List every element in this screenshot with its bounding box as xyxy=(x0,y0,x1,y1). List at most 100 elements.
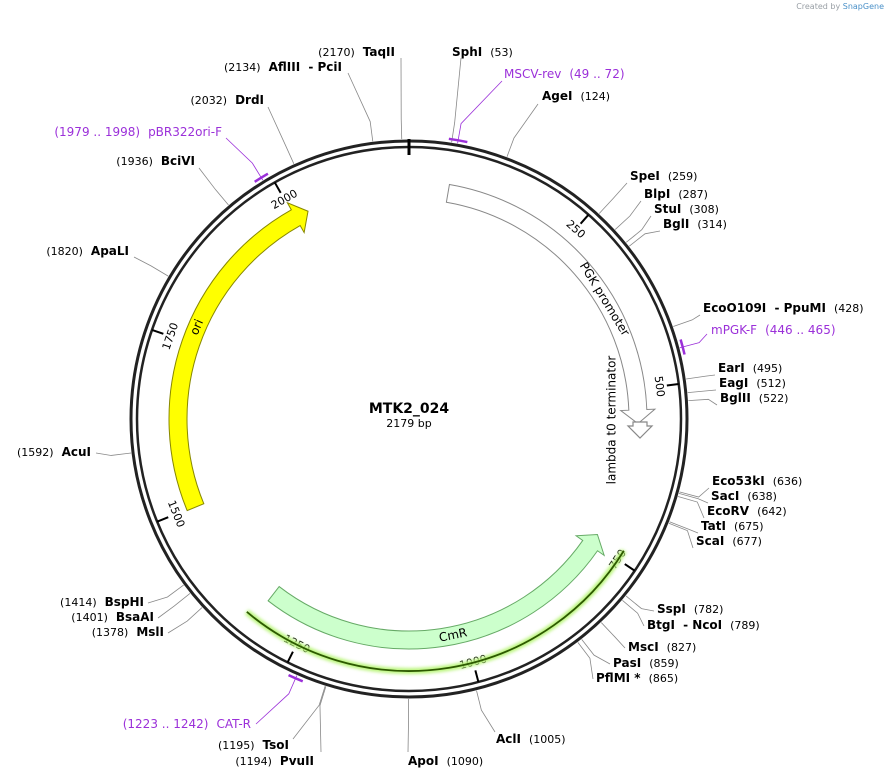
site-name: EarI xyxy=(718,361,745,375)
site-label: ScaI(677) xyxy=(696,534,762,548)
site-bglII[interactable]: BglII (522) xyxy=(720,391,788,405)
site-label: AclI(1005) xyxy=(496,732,566,746)
primer-binding-mark xyxy=(679,339,686,355)
site-position: (1194) xyxy=(235,755,272,768)
site-position: (522) xyxy=(759,392,789,405)
site-scaI[interactable]: ScaI(677) xyxy=(696,534,762,548)
site-eagI[interactable]: EagI(512) xyxy=(719,376,786,390)
site-bciVI[interactable]: (1936)BciVI xyxy=(116,154,195,168)
site-ageI[interactable]: AgeI(124) xyxy=(542,89,610,103)
leader-line xyxy=(598,182,628,214)
tick-mark xyxy=(156,516,169,523)
leader-line xyxy=(255,675,298,725)
feature-ori[interactable]: ori xyxy=(168,201,309,512)
site-ecoRV[interactable]: EcoRV (642) xyxy=(707,504,787,518)
site-mscI[interactable]: MscI(827) xyxy=(628,640,696,654)
site-label: EcoO109I - PpuMI(428) xyxy=(703,301,864,315)
leader-line xyxy=(687,389,717,393)
site-pasI[interactable]: PasI(859) xyxy=(613,656,679,670)
site-bsaAI[interactable]: (1401)BsaAI xyxy=(71,610,154,624)
site-aclI[interactable]: AclI(1005) xyxy=(496,732,566,746)
leader-line xyxy=(457,80,503,144)
site-name: - NcoI xyxy=(679,618,722,632)
leader-line xyxy=(629,230,661,247)
leader-line xyxy=(506,103,539,157)
leader-line xyxy=(668,522,694,549)
leader-line xyxy=(600,622,626,649)
site-eco0109I[interactable]: EcoO109I - PpuMI(428) xyxy=(703,301,864,315)
leader-line xyxy=(95,452,132,456)
site-name: TatI xyxy=(701,519,726,533)
site-label: (1820)ApaLI xyxy=(46,244,129,258)
site-apoI[interactable]: ApoI(1090) xyxy=(408,754,483,768)
site-bspHI[interactable]: (1414)BspHI xyxy=(60,595,144,609)
feature-cmr[interactable]: CmR xyxy=(244,533,627,674)
site-sacI[interactable]: SacI(638) xyxy=(711,489,777,503)
site-eco53kI[interactable]: Eco53kI(636) xyxy=(712,474,802,488)
site-sphI[interactable]: SphI(53) xyxy=(452,45,513,59)
tick-label: 500 xyxy=(652,375,668,397)
leader-line xyxy=(577,642,594,680)
site-speI[interactable]: SpeI(259) xyxy=(630,169,697,183)
primer-text: pBR322ori-F xyxy=(148,125,222,139)
site-acuI[interactable]: (1592)AcuI xyxy=(17,445,91,459)
feature-pgk-promoter[interactable]: PGK promoter xyxy=(445,183,657,425)
leader-line xyxy=(198,167,229,206)
site-aflIII[interactable]: (2134)AflIII - PciI xyxy=(224,60,342,74)
site-position: (259) xyxy=(668,170,698,183)
site-labels: (2170)TaqII SphI(53) (2134)AflIII - PciI Ag… xyxy=(17,45,864,768)
site-position: (827) xyxy=(667,641,697,654)
site-label: StuI(308) xyxy=(654,202,719,216)
site-stuI[interactable]: StuI(308) xyxy=(654,202,719,216)
site-name: EcoRV xyxy=(707,504,750,518)
site-label: (1378)MslI xyxy=(92,625,164,639)
site-btgI[interactable]: BtgI - NcoI(789) xyxy=(647,618,760,632)
site-position: (2134) xyxy=(224,61,261,74)
primer-pbr322ori-f[interactable]: (1979 .. 1998)pBR322ori-F xyxy=(54,125,222,139)
leader-line xyxy=(669,521,699,534)
site-name: PflMI * xyxy=(596,671,641,685)
leader-line xyxy=(133,256,169,277)
site-name: SspI xyxy=(657,602,686,616)
site-earI[interactable]: EarI(495) xyxy=(718,361,782,375)
site-label: MscI(827) xyxy=(628,640,696,654)
primer-text: mPGK-F xyxy=(711,323,757,337)
site-position: (314) xyxy=(697,218,727,231)
leader-line xyxy=(147,584,184,604)
site-label: BlpI(287) xyxy=(644,187,708,201)
leader-line xyxy=(622,599,645,627)
site-pvuII[interactable]: (1194)PvuII xyxy=(235,754,314,768)
site-position: (642) xyxy=(757,505,787,518)
site-name: PasI xyxy=(613,656,641,670)
site-label: Eco53kI(636) xyxy=(712,474,802,488)
site-name: AclI xyxy=(496,732,521,746)
primer-mpgk-f[interactable]: mPGK-F(446 .. 465) xyxy=(711,323,836,337)
site-apaLI[interactable]: (1820)ApaLI xyxy=(46,244,129,258)
site-blpI[interactable]: BlpI(287) xyxy=(644,187,708,201)
site-pflMI[interactable]: PflMI *(865) xyxy=(596,671,678,685)
site-name: EcoO109I xyxy=(703,301,766,315)
site-name: BciVI xyxy=(161,154,195,168)
site-name: MslI xyxy=(136,625,164,639)
credit-prefix: Created by xyxy=(796,2,841,11)
site-bglI[interactable]: BglI(314) xyxy=(663,217,727,231)
site-drdI[interactable]: (2032)DrdI xyxy=(190,93,264,107)
site-label: (2170)TaqII xyxy=(318,45,395,59)
site-sspI[interactable]: SspI(782) xyxy=(657,602,723,616)
site-name: TaqII xyxy=(363,45,395,59)
primer-mscv-rev[interactable]: MSCV-rev(49 .. 72) xyxy=(504,67,625,81)
tick-mark xyxy=(151,328,164,335)
site-taqII[interactable]: (2170)TaqII xyxy=(318,45,395,59)
feature-lambda-t0-terminator[interactable]: lambda t0 terminator xyxy=(605,356,654,485)
site-name: StuI xyxy=(654,202,681,216)
site-label: AgeI(124) xyxy=(542,89,610,103)
site-tsoI[interactable]: (1195)TsoI xyxy=(218,738,289,752)
primer-cat-r[interactable]: (1223 .. 1242)CAT-R xyxy=(123,717,251,731)
site-mslI[interactable]: (1378)MslI xyxy=(92,625,164,639)
leader-line xyxy=(678,492,709,504)
leader-line xyxy=(679,333,708,349)
site-tatI[interactable]: TatI(675) xyxy=(701,519,764,533)
tick-mark xyxy=(273,181,282,194)
primer-text: CAT-R xyxy=(216,717,251,731)
site-name: BglII xyxy=(720,391,751,405)
